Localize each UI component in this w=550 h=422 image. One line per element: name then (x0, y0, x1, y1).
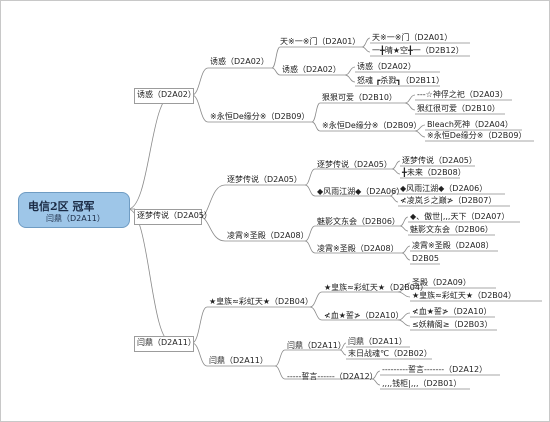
leaf-shenfou[interactable]: ---☆神俘之祀（D2A03） (417, 90, 508, 99)
branch-node-zhumeng[interactable] (134, 209, 202, 225)
leaf-fengyu[interactable]: ◆风雨江湖◆（D2A06） (400, 184, 488, 193)
node-shiyan[interactable]: -----誓言------（D2A12） (287, 372, 378, 381)
branch-node-yanding[interactable] (134, 336, 194, 352)
node-meiying[interactable]: 魅影文东会（D2B06） (317, 217, 400, 226)
node-tianmen[interactable]: 天※一※门（D2A01） (280, 37, 361, 46)
branch-node-youhuo[interactable] (134, 88, 194, 104)
node-yongheng[interactable]: ※永恒De缘分※（D2B09） (210, 112, 310, 121)
node-yanding[interactable]: 闫鼎（D2A11） (209, 356, 268, 365)
node-fengyu[interactable]: ◆风雨江湖◆（D2A06） (317, 187, 405, 196)
leaf-weilai[interactable]: ╋未来（D2B08） (402, 168, 466, 177)
leaf-xueshi[interactable]: ≮血★誓≯（D2A10） (412, 307, 492, 316)
branch-label-youhuo: 诱惑（D2A02） (137, 90, 196, 99)
node-yongheng-2[interactable]: ※永恒De缘分※（D2B09） (322, 121, 422, 130)
leaf-zhumeng[interactable]: 逐梦传说（D2A05） (402, 156, 477, 165)
leaf-nuhun[interactable]: 怒魂 ┏杀戮┓（D2B11） (357, 76, 445, 85)
node-zhumeng[interactable]: 逐梦传说（D2A05） (227, 175, 302, 184)
node-zhumeng-2[interactable]: 逐梦传说（D2A05） (317, 160, 392, 169)
node-youhuo-2[interactable]: 诱惑（D2A02） (282, 65, 341, 74)
leaf-bleach[interactable]: Bleach死神（D2A04） (427, 120, 513, 129)
node-yanding-2[interactable]: 闫鼎（D2A11） (287, 341, 346, 350)
leaf-youhuo[interactable]: 诱惑（D2A02） (357, 62, 416, 71)
leaf-yaojing[interactable]: ≤妖精阁≥（D2B03） (412, 320, 493, 329)
leaf-shengdian[interactable]: 圣殿（D2A09） (412, 278, 471, 287)
leaf-tianmen[interactable]: 天※一※门（D2A01） (372, 33, 453, 42)
node-xueshi[interactable]: ≮血★誓≯（D2A10） (324, 311, 404, 320)
node-lingxiao-2[interactable]: 凌霄※圣殿（D2A08） (317, 244, 399, 253)
node-huangzu-2[interactable]: ★皇族≈彩虹天★（D2B04） (324, 283, 428, 292)
root-title: 电信2区 冠军 (28, 200, 95, 213)
leaf-d2b05[interactable]: D2B05 (412, 254, 439, 263)
branch-label-yanding: 闫鼎（D2A11） (137, 338, 196, 347)
node-hengkeai[interactable]: 狠狠可爱（D2B10） (322, 93, 397, 102)
leaf-hengkeai[interactable]: 狠红很可爱（D2B10） (417, 104, 500, 113)
leaf-qianbi[interactable]: ,,,,钱柜|,,,（D2B01） (382, 379, 462, 388)
root-subtitle: 闫鼎（D2A11） (46, 214, 105, 223)
leaf-huangzu[interactable]: ★皇族≈彩虹天★（D2B04） (412, 291, 516, 300)
node-huangzu[interactable]: ★皇族≈彩虹天★（D2B04） (209, 297, 313, 306)
leaf-shiyan[interactable]: ---------誓言-------（D2A12） (382, 365, 488, 374)
leaf-aoshi[interactable]: ◆、傲世|,,,天下（D2A07） (410, 212, 510, 221)
leaf-qingkong[interactable]: 一╋晴★空╋一（D2B12） (372, 46, 464, 55)
leaf-lingfeng[interactable]: ≮凌岚彡之巅≯（D2B07） (400, 196, 497, 205)
leaf-yanding[interactable]: 闫鼎（D2A11） (348, 337, 407, 346)
node-youhuo-top[interactable]: 诱惑（D2A02） (210, 57, 269, 66)
branch-label-zhumeng: 逐梦传说（D2A05） (137, 211, 212, 220)
root-node[interactable] (18, 192, 130, 228)
leaf-lingxiao[interactable]: 凌霄※圣殿（D2A08） (412, 241, 494, 250)
node-lingxiao[interactable]: 凌霄※圣殿（D2A08） (227, 231, 309, 240)
leaf-mori[interactable]: 末日战魂℃（D2B02） (348, 349, 432, 358)
leaf-yongheng[interactable]: ※永恒De缘分※（D2B09） (427, 131, 527, 140)
leaf-meiying[interactable]: 魅影文东会（D2B06） (410, 225, 493, 234)
